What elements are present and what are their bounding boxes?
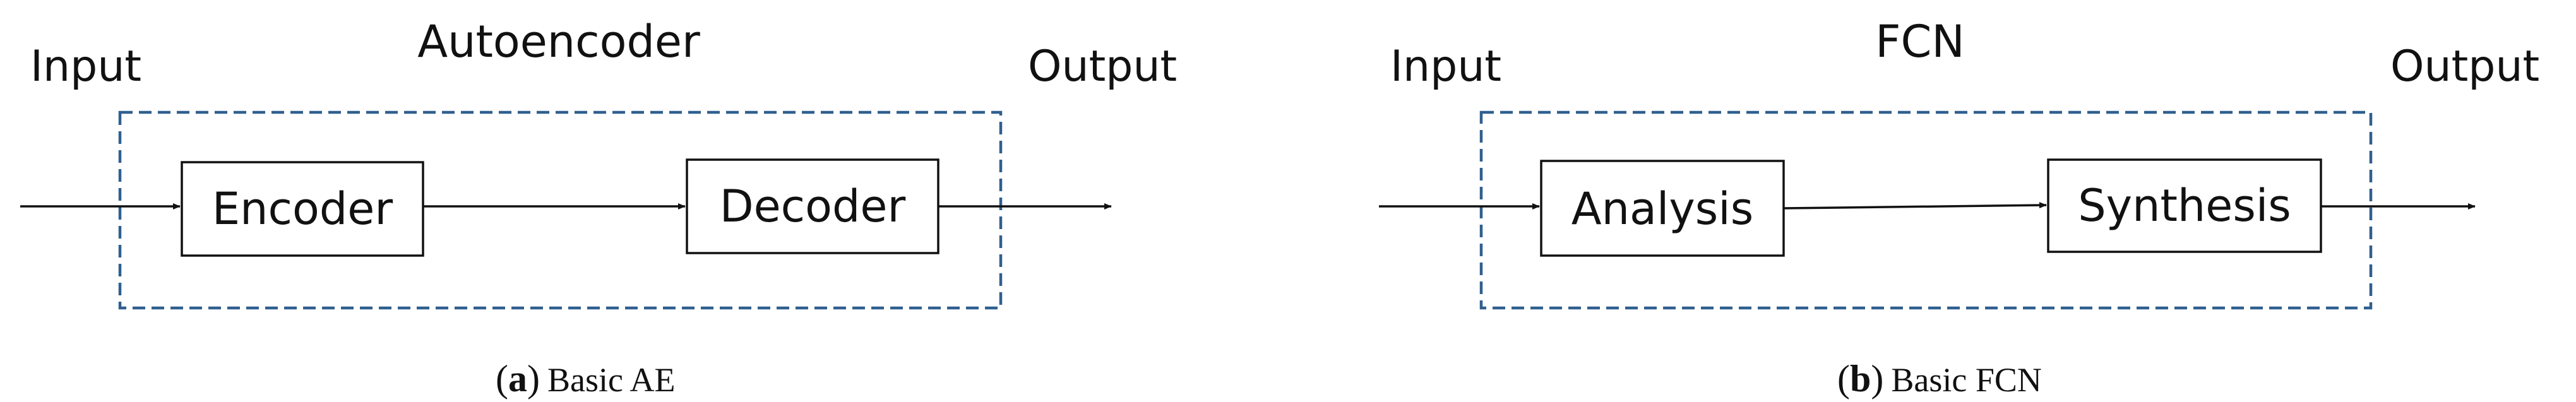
panel-fcn: Input FCN Output Analysis Synthesis (b)B…	[1379, 16, 2539, 399]
input-label-b: Input	[1390, 42, 1501, 92]
panel-title-b: FCN	[1875, 16, 1965, 68]
encoder-box	[181, 161, 424, 257]
caption-letter-a: a	[508, 358, 527, 399]
output-label-b: Output	[2390, 42, 2539, 92]
encoder-label: Encoder	[212, 183, 393, 235]
analysis-label: Analysis	[1571, 183, 1753, 235]
input-label-a: Input	[30, 42, 141, 92]
panel-autoencoder: Input Autoencoder Output Encoder Decoder…	[20, 16, 1177, 399]
panel-title-a: Autoencoder	[417, 16, 700, 68]
caption-b: (b)Basic FCN	[1837, 358, 2042, 399]
caption-text-b: Basic FCN	[1891, 361, 2042, 399]
decoder-label: Decoder	[720, 180, 906, 232]
analysis-box	[1540, 160, 1785, 257]
middle-arrow-b	[1783, 202, 2047, 210]
dashed-frame-a	[118, 110, 1003, 310]
caption-letter-b: b	[1850, 358, 1871, 399]
caption-text-a: Basic AE	[547, 361, 675, 399]
synthesis-label: Synthesis	[2078, 180, 2291, 232]
caption-a: (a)Basic AE	[496, 358, 675, 399]
output-label-a: Output	[1028, 42, 1177, 92]
dashed-frame-b	[1479, 110, 2373, 310]
